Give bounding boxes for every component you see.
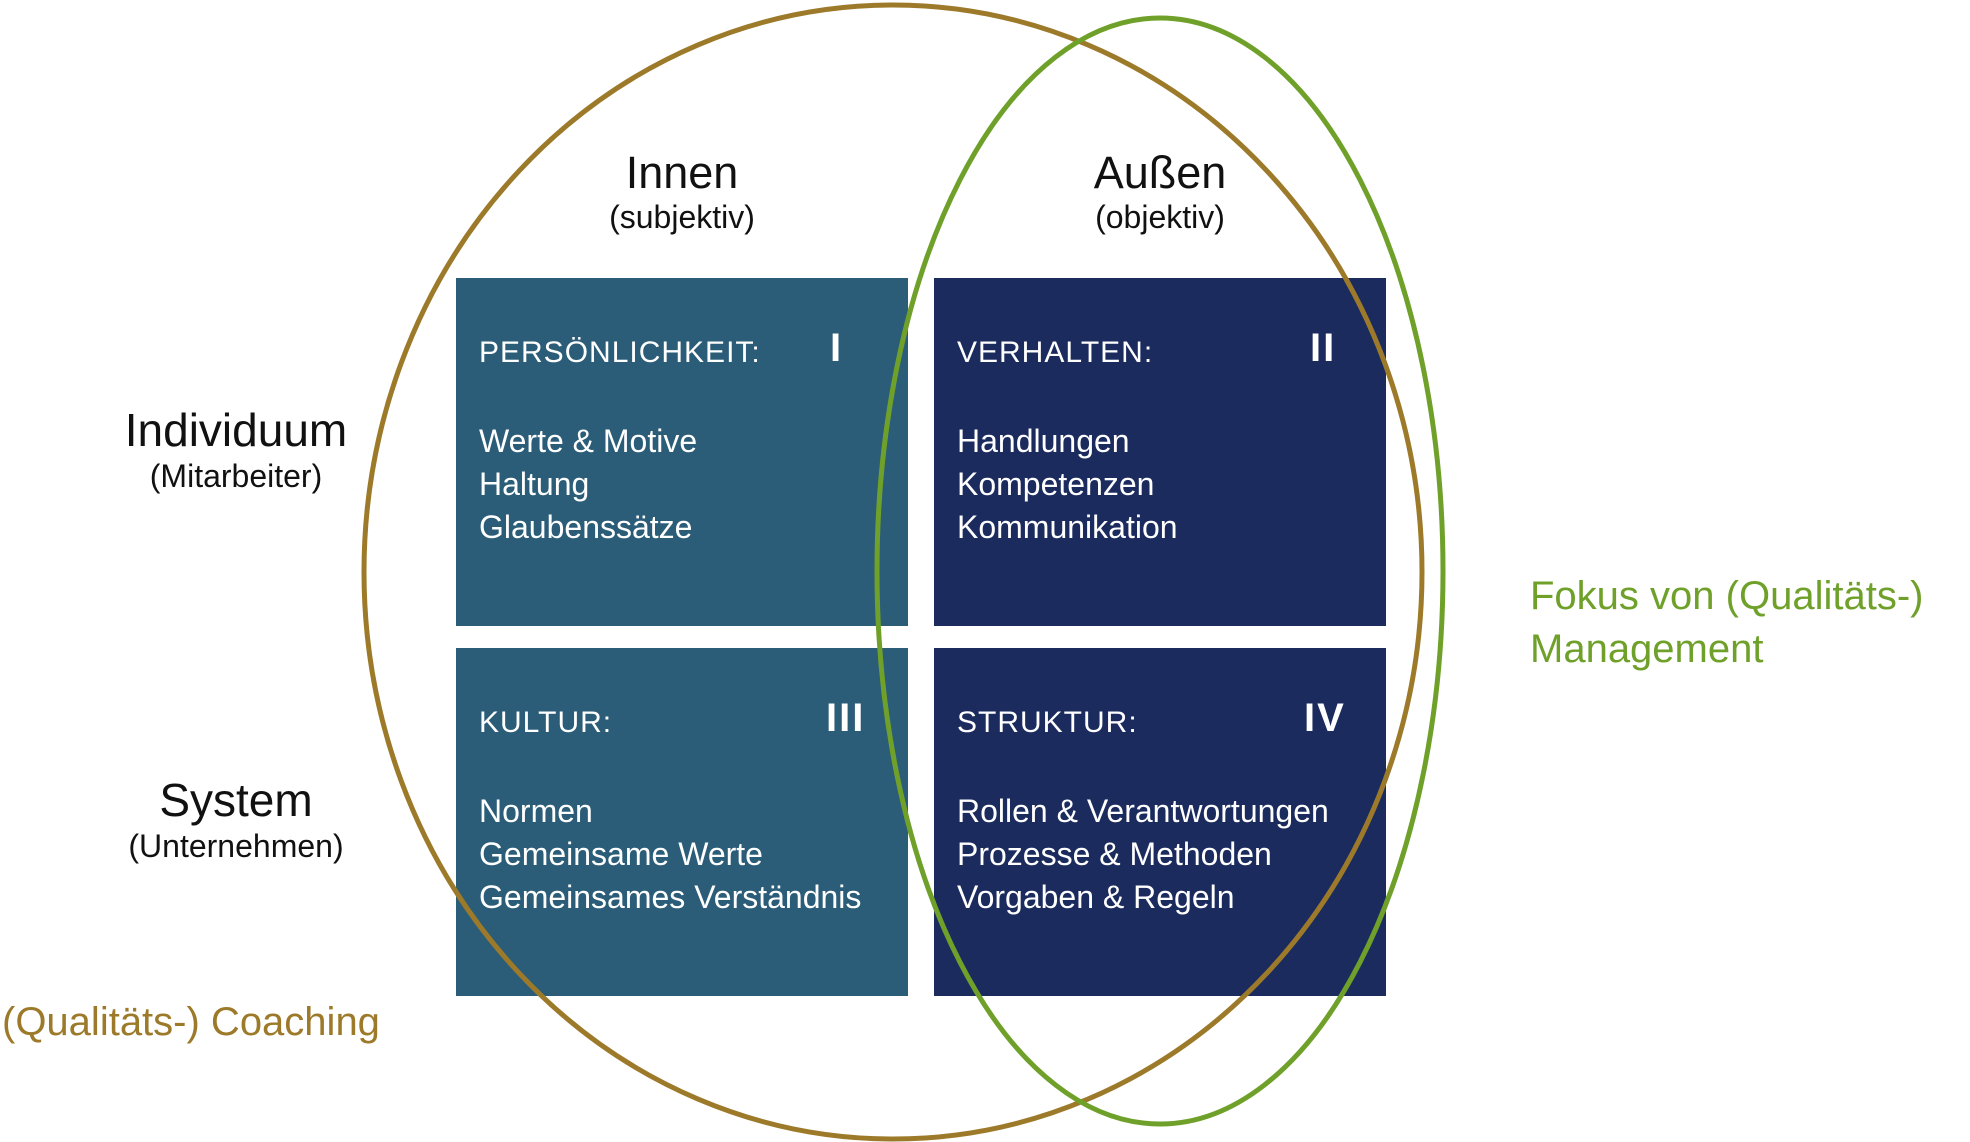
row-subtitle: (Mitarbeiter) [149,458,323,494]
quadrant-numeral: III [826,696,866,740]
list-item: Gemeinsame Werte [479,836,763,872]
quadrant-numeral: IV [1304,696,1346,740]
list-item: Gemeinsames Verständnis [479,879,862,915]
column-title: Innen [625,147,739,198]
list-item: Prozesse & Methoden [957,836,1272,872]
management-legend-line2: Management [1530,627,1764,671]
column-title: Außen [1093,147,1227,198]
column-header-innen: Innen (subjektiv) [482,148,882,236]
list-item: Handlungen [957,423,1130,459]
coaching-legend: (Qualitäts-) Coaching [2,1000,380,1044]
row-header-system: System (Unternehmen) [86,774,386,866]
row-header-individuum: Individuum (Mitarbeiter) [86,404,386,496]
quadrant-header: KULTUR: [479,706,613,739]
management-legend-line1: Fokus von (Qualitäts-) [1530,574,1924,618]
list-item: Haltung [479,466,590,502]
quadrant-numeral: II [1310,326,1337,370]
quadrant-items: Rollen & Verantwortungen Prozesse & Meth… [957,790,1329,919]
list-item: Normen [479,793,593,829]
row-title: Individuum [124,404,348,456]
row-title: System [159,774,313,826]
quadrant-persoenlichkeit: PERSÖNLICHKEIT: I Werte & Motive Haltung… [456,278,908,626]
list-item: Kompetenzen [957,466,1155,502]
list-item: Kommunikation [957,509,1178,545]
row-subtitle: (Unternehmen) [128,828,344,864]
list-item: Glaubenssätze [479,509,693,545]
quadrant-kultur: KULTUR: III Normen Gemeinsame Werte Geme… [456,648,908,996]
column-subtitle: (objektiv) [1095,199,1225,235]
quadrant-items: Handlungen Kompetenzen Kommunikation [957,420,1178,549]
list-item: Werte & Motive [479,423,698,459]
quadrant-header: PERSÖNLICHKEIT: [479,336,761,369]
quadrant-header: STRUKTUR: [957,706,1138,739]
quadrant-verhalten: VERHALTEN: II Handlungen Kompetenzen Kom… [934,278,1386,626]
column-subtitle: (subjektiv) [609,199,755,235]
quadrant-numeral: I [830,326,844,370]
quadrant-struktur: STRUKTUR: IV Rollen & Verantwortungen Pr… [934,648,1386,996]
list-item: Rollen & Verantwortungen [957,793,1329,829]
quadrant-items: Werte & Motive Haltung Glaubenssätze [479,420,697,549]
column-header-aussen: Außen (objektiv) [960,148,1360,236]
quadrant-header: VERHALTEN: [957,336,1154,369]
quadrant-items: Normen Gemeinsame Werte Gemeinsames Vers… [479,790,861,919]
management-legend: Fokus von (Qualitäts-) Management [1530,570,1923,676]
list-item: Vorgaben & Regeln [957,879,1235,915]
